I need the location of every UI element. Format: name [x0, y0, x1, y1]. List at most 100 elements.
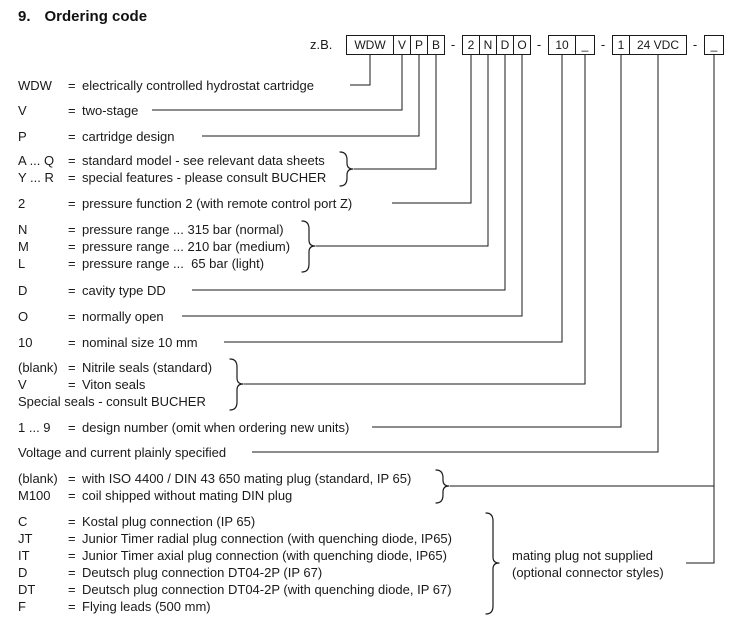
row-text: Special seals - consult BUCHER — [18, 394, 206, 409]
row-desc: nominal size 10 mm — [82, 335, 198, 350]
equals-sign: = — [68, 283, 76, 298]
code-box-n: N — [479, 35, 497, 55]
leader-seal — [244, 55, 586, 385]
brace-model — [339, 151, 354, 187]
equals-sign: = — [68, 360, 76, 375]
equals-sign: = — [68, 153, 76, 168]
code-box-2: 2 — [462, 35, 480, 55]
row-code: L — [18, 256, 26, 271]
leader-o — [182, 55, 523, 317]
equals-sign: = — [68, 599, 76, 614]
code-box-group-5: _ — [704, 35, 724, 55]
leader-2 — [392, 55, 472, 204]
code-box-d: D — [496, 35, 514, 55]
equals-sign: = — [68, 309, 76, 324]
row-2: 2 = pressure function 2 (with remote contr… — [18, 195, 352, 212]
brace-mating-plug — [435, 469, 450, 504]
row-desc: Deutsch plug connection DT04-2P (IP 67) — [82, 565, 323, 580]
row-l: L=pressure range ... 65 bar (light) — [18, 255, 264, 272]
row-code: V — [18, 103, 27, 118]
row-o: O = normally open — [18, 308, 164, 325]
row-code: 2 — [18, 196, 26, 211]
row-desc: Deutsch plug connection DT04-2P (with qu… — [82, 582, 452, 597]
row-c: C = Kostal plug connection (IP 65) — [18, 513, 255, 530]
row-desc: pressure range ... 210 bar (medium) — [82, 239, 291, 254]
code-separator-4: - — [692, 37, 698, 52]
brace-seals — [229, 358, 244, 411]
row-d: D=cavity type DD — [18, 282, 166, 299]
row-code: (blank) — [18, 471, 58, 486]
leader-wdw — [350, 55, 371, 86]
row-special-seals: Special seals - consult BUCHER — [18, 393, 206, 410]
row-m: M=pressure range ... 210 bar (medium) — [18, 238, 290, 255]
row-f: F = Flying leads (500 mm) — [18, 598, 211, 615]
row-code: 10 — [18, 335, 33, 350]
row-v-viton: V=Viton seals — [18, 376, 145, 393]
code-box-wdw: WDW — [346, 35, 394, 55]
row-voltage: Voltage and current plainly specified — [18, 444, 226, 461]
code-separator-2: - — [536, 37, 542, 52]
leader-voltage — [252, 55, 659, 453]
row-desc: coil shipped without mating DIN plug — [82, 488, 293, 503]
row-code: M100 — [18, 488, 51, 503]
row-blank-iso: (blank)=with ISO 4400 / DIN 43 650 matin… — [18, 470, 411, 487]
row-code: IT — [18, 548, 30, 563]
row-code: O — [18, 309, 29, 324]
code-separator-3: - — [600, 37, 606, 52]
code-box-plug: _ — [704, 35, 724, 55]
leader-v — [152, 55, 403, 111]
row-desc: pressure function 2 (with remote control… — [82, 196, 353, 211]
code-box-voltage: 24 VDC — [629, 35, 687, 55]
row-v: V = two-stage — [18, 102, 138, 119]
equals-sign: = — [68, 377, 76, 392]
heading-title: Ordering code — [44, 8, 148, 25]
row-text: Voltage and current plainly specified — [18, 445, 227, 460]
row-jt: JT=Junior Timer radial plug connection (… — [18, 530, 452, 547]
row-desc: Flying leads (500 mm) — [82, 599, 211, 614]
row-code: P — [18, 129, 27, 144]
row-desc: normally open — [82, 309, 164, 324]
row-desc: special features - please consult BUCHER — [82, 170, 327, 185]
row-yr: Y ... R=special features - please consul… — [18, 169, 326, 186]
row-n: N=pressure range ... 315 bar (normal) — [18, 221, 284, 238]
row-code: C — [18, 514, 28, 529]
code-box-v: V — [393, 35, 411, 55]
row-code: 1 ... 9 — [18, 420, 51, 435]
row-desc: Kostal plug connection (IP 65) — [82, 514, 256, 529]
row-desc: Junior Timer radial plug connection (wit… — [82, 531, 452, 546]
row-desc: Junior Timer axial plug connection (with… — [82, 548, 447, 563]
equals-sign: = — [68, 78, 76, 93]
equals-sign: = — [68, 488, 76, 503]
leader-design — [372, 55, 622, 428]
row-desc: cartridge design — [82, 129, 175, 144]
row-code: D — [18, 283, 28, 298]
row-desc: two-stage — [82, 103, 139, 118]
leader-p — [202, 55, 420, 137]
row-p: P=cartridge design — [18, 128, 175, 145]
row-dt: DT=Deutsch plug connection DT04-2P (with… — [18, 581, 452, 598]
equals-sign: = — [68, 335, 76, 350]
equals-sign: = — [68, 103, 76, 118]
equals-sign: = — [68, 196, 76, 211]
equals-sign: = — [68, 514, 76, 529]
brace-connector-styles — [485, 512, 500, 615]
row-code: Y ... R — [18, 170, 54, 185]
row-code: A ... Q — [18, 153, 55, 168]
row-blank-nitrile: (blank)=Nitrile seals (standard) — [18, 359, 212, 376]
row-desc: with ISO 4400 / DIN 43 650 mating plug (… — [82, 471, 412, 486]
row-desc: pressure range ... 315 bar (normal) — [82, 222, 284, 237]
row-code: M — [18, 239, 29, 254]
example-label: z.B. — [310, 37, 333, 52]
equals-sign: = — [68, 565, 76, 580]
equals-sign: = — [68, 420, 76, 435]
row-desc: electrically controlled hydrostat cartri… — [82, 78, 314, 93]
row-code: V — [18, 377, 27, 392]
row-code: D — [18, 565, 28, 580]
row-code: F — [18, 599, 26, 614]
row-it: IT=Junior Timer axial plug connection (w… — [18, 547, 447, 564]
mating-plug-note-line1: mating plug not supplied — [512, 548, 653, 563]
